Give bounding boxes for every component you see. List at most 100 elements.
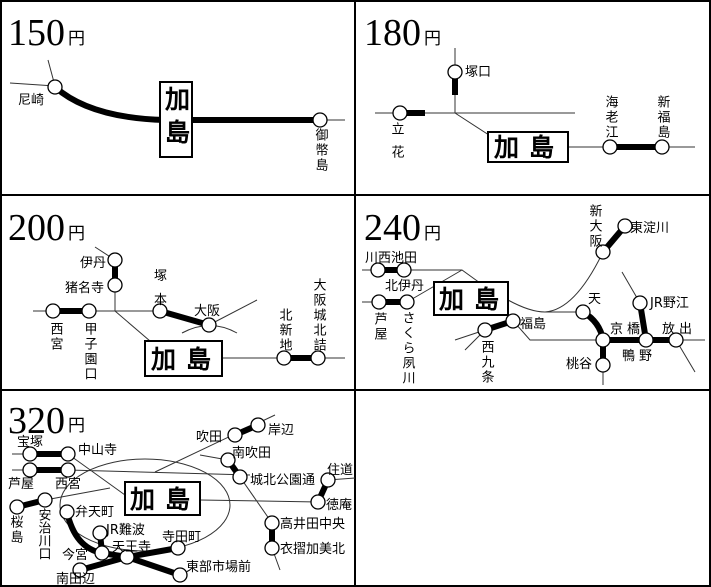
station-marker [595, 357, 611, 373]
station-marker [310, 494, 326, 510]
fare-unit: 円 [68, 29, 85, 49]
station-marker [152, 303, 168, 319]
station-marker [312, 112, 328, 128]
fare-amount: 180 [364, 12, 421, 54]
station-label: 大阪 [194, 304, 220, 319]
station-marker [232, 469, 248, 485]
station-marker [94, 545, 110, 561]
station-label: 新福島 [655, 94, 671, 140]
station-label: 桜島 [8, 515, 24, 545]
station-marker [107, 252, 123, 268]
fare-unit: 円 [68, 224, 85, 244]
station-marker [264, 515, 280, 531]
station-label: 立花 [389, 122, 405, 168]
station-label: 福島 [520, 317, 546, 332]
fare-panel-150: 150 円 尼崎 御幣島 加島 [8, 12, 328, 173]
fare-panel-200: 200 円 伊丹 猪名寺 塚 本 大阪 西宮 甲子園口 北新地 大阪城北詰 加島 [8, 207, 326, 382]
station-marker [37, 492, 53, 508]
station-marker [632, 295, 648, 311]
station-label: 甲子園口 [82, 322, 98, 382]
station-label: 桃谷 [566, 357, 592, 372]
fare-panel-320: 320 円 宝塚 中山寺 芦屋 西宮 桜島 安治川口 弁天町 JR難波 天王寺 … [8, 400, 354, 587]
station-marker [392, 105, 408, 121]
station-label: 徳庵 [326, 497, 352, 513]
station-label: 放出 [662, 322, 696, 337]
station-marker [170, 540, 186, 556]
station-marker [276, 350, 292, 366]
station-label: 本 [154, 293, 167, 308]
station-marker [668, 332, 684, 348]
station-marker [220, 452, 236, 468]
station-label: 北伊丹 [385, 279, 424, 294]
route-lines [9, 48, 705, 578]
station-label: 塚 [154, 269, 167, 284]
station-label: 安治川口 [36, 508, 52, 560]
station-label: 城北公園通 [250, 473, 315, 488]
station-marker [119, 549, 135, 565]
station-label: 住道 [327, 463, 353, 478]
station-marker [172, 567, 188, 583]
station-marker [447, 64, 463, 80]
origin-station: 加島 [129, 485, 200, 514]
station-marker [310, 350, 326, 366]
station-marker [81, 303, 97, 319]
station-marker [59, 504, 75, 520]
station-marker [22, 462, 38, 478]
station-marker [107, 277, 123, 293]
fare-unit: 円 [424, 224, 441, 244]
fare-amount: 240 [364, 207, 421, 249]
station-marker [72, 562, 88, 578]
station-label: 天 [588, 292, 601, 307]
station-label: 北新地 [277, 308, 293, 353]
station-label: 塚口 [465, 65, 491, 80]
station-label: 西九条 [479, 340, 495, 385]
station-label: 高井田中央 [280, 516, 345, 532]
station-label: 御幣島 [313, 128, 329, 173]
station-marker [92, 525, 108, 541]
origin-station: 加島 [162, 86, 192, 152]
fare-panel-240: 240 円 川西池田 北伊丹 芦屋 さくら夙川 新大阪 東淀川 福島 西九条 天… [364, 203, 696, 386]
station-label: 大阪城北詰 [311, 278, 327, 353]
station-label: 伊丹 [80, 256, 106, 271]
station-label: 東淀川 [630, 220, 669, 236]
station-marker [45, 303, 61, 319]
station-label: 西宮 [48, 322, 64, 352]
station-label: 猪名寺 [65, 280, 104, 296]
station-label: 宝塚 [17, 435, 43, 450]
origin-station: 加島 [493, 133, 564, 162]
station-marker [477, 322, 493, 338]
station-markers [9, 64, 684, 583]
fare-unit: 円 [424, 29, 441, 49]
station-label: 西宮 [55, 476, 81, 492]
fare-amount: 150 [8, 12, 65, 54]
station-marker [60, 462, 76, 478]
station-marker [654, 139, 670, 155]
station-marker [638, 332, 654, 348]
station-marker [505, 313, 521, 329]
station-label: 南田辺 [56, 571, 95, 587]
origin-box [433, 281, 509, 316]
station-label: 衣摺加美北 [280, 541, 345, 557]
station-label: 川西池田 [365, 251, 417, 266]
station-marker [9, 499, 25, 515]
station-marker [60, 446, 76, 462]
fare-amount: 200 [8, 207, 65, 249]
station-marker [396, 262, 412, 278]
station-marker [320, 472, 336, 488]
station-label: JR野江 [649, 296, 689, 311]
origin-box [144, 340, 223, 377]
station-label: 新大阪 [587, 203, 603, 249]
origin-box [159, 81, 193, 158]
station-marker [201, 317, 217, 333]
origin-station: 加島 [438, 285, 509, 314]
origin-box [124, 481, 201, 516]
station-marker [264, 540, 280, 556]
station-marker [47, 79, 63, 95]
station-label: 中山寺 [78, 443, 117, 458]
station-label: 尼崎 [18, 93, 44, 108]
station-label: 天王寺 [112, 540, 151, 555]
station-marker [595, 244, 611, 260]
station-marker [399, 294, 415, 310]
station-label: 岸辺 [268, 423, 294, 438]
